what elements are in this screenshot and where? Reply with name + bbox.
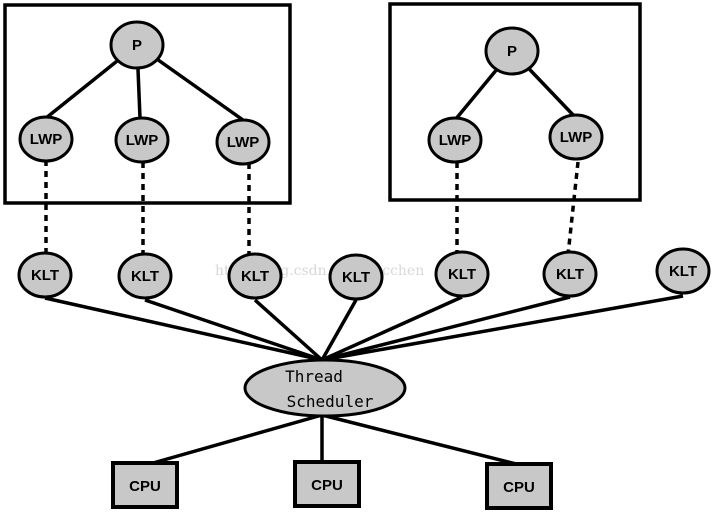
lwp-klt-connectors: [44, 160, 580, 256]
process-node-1: P: [109, 20, 165, 70]
klt-node-6: KLT: [542, 250, 598, 298]
scheduler-cpu3-edge: [321, 413, 521, 467]
lwp-label: LWP: [560, 129, 593, 146]
process-box-1: [3, 3, 292, 205]
lwp-node-2: LWP: [114, 116, 170, 164]
klt6-scheduler-edge: [321, 295, 571, 362]
klt-label: KLT: [556, 266, 584, 283]
scheduler-line1: Thread: [285, 367, 343, 386]
lwp-label: LWP: [30, 131, 63, 148]
klt-node-1: KLT: [17, 251, 73, 299]
lwp-node-4: LWP: [427, 116, 483, 164]
lwp-label: LWP: [227, 134, 260, 151]
cpu-label: CPU: [311, 477, 343, 494]
klt-label: KLT: [669, 263, 697, 280]
lwp-label: LWP: [439, 132, 472, 149]
klt7-scheduler-edge: [321, 294, 684, 362]
klt4-scheduler-edge: [320, 299, 358, 361]
klt-scheduler-connectors: [44, 294, 684, 362]
klt1-scheduler-edge: [44, 296, 323, 362]
cpu-label: CPU: [503, 479, 535, 496]
klt-node-7: KLT: [655, 247, 711, 295]
klt-label: KLT: [448, 266, 476, 283]
klt3-scheduler-edge: [253, 298, 324, 362]
klt-node-3: KLT: [227, 252, 283, 300]
klt5-scheduler-edge: [321, 295, 463, 362]
thread-scheduler-node: Thread Scheduler: [243, 358, 407, 418]
scheduler-cpu1-edge: [145, 413, 323, 467]
cpu-box-2: CPU: [293, 460, 361, 508]
klt-node-4: KLT: [328, 253, 384, 301]
klt-node-2: KLT: [117, 252, 173, 300]
lwp-node-3: LWP: [215, 118, 271, 166]
process-node-2: P: [484, 26, 540, 76]
cpu-box-1: CPU: [111, 461, 179, 509]
scheduler-cpu-connectors: [145, 413, 521, 467]
process-label: P: [507, 43, 517, 60]
scheduler-line2: Scheduler: [287, 392, 374, 411]
lwp5-klt6-edge: [566, 161, 580, 256]
klt-label: KLT: [241, 268, 269, 285]
process-box-2: [388, 2, 642, 202]
klt-label: KLT: [131, 268, 159, 285]
lwp-label: LWP: [126, 132, 159, 149]
klt2-scheduler-edge: [144, 298, 323, 362]
cpu-label: CPU: [129, 478, 161, 495]
process-label: P: [132, 37, 142, 54]
cpu-box-3: CPU: [485, 462, 553, 510]
klt-label: KLT: [31, 267, 59, 284]
lwp-node-5: LWP: [548, 113, 604, 161]
klt-label: KLT: [342, 269, 370, 286]
klt-node-5: KLT: [434, 250, 490, 298]
lwp-node-1: LWP: [18, 115, 74, 163]
